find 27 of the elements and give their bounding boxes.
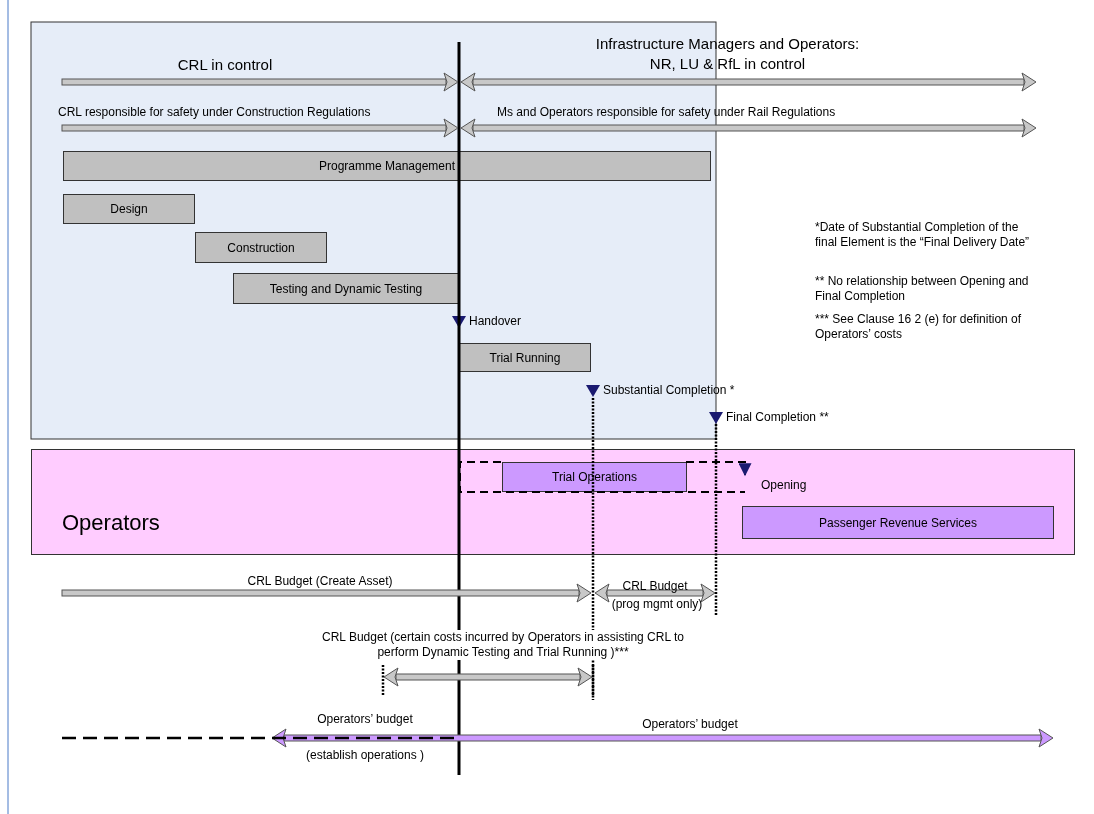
task-bar: Programme Management <box>63 151 711 181</box>
task-bar: Testing and Dynamic Testing <box>233 273 459 304</box>
heading: CRL in control <box>176 57 274 72</box>
budget-label: (prog mgmt only) <box>610 597 704 612</box>
milestone-label: Substantial Completion * <box>603 383 735 397</box>
budget-label: (establish operations ) <box>304 748 426 763</box>
budget-label: CRL Budget (Create Asset) <box>246 574 394 589</box>
budget-label: CRL Budget <box>621 579 689 594</box>
task-bar: Trial Running <box>459 343 591 372</box>
milestone-label: Handover <box>469 314 522 328</box>
swimlane-band <box>31 449 1075 555</box>
milestone-label: Opening <box>761 478 807 492</box>
budget-label: Operators’ budget <box>316 712 414 727</box>
band-title: Operators <box>62 510 160 536</box>
note: *Date of Substantial Completion of the final Element is the “Final Delivery Date” <box>815 220 1031 250</box>
arrow <box>459 461 752 493</box>
task-bar: Trial Operations <box>502 462 687 492</box>
span-label: CRL responsible for safety under Construction Regulations <box>58 105 372 120</box>
milestone-label: Final Completion ** <box>726 410 829 424</box>
task-bar: Design <box>63 194 195 224</box>
task-bar: Construction <box>195 232 327 263</box>
note: ** No relationship between Opening and Final Completion <box>815 274 1030 304</box>
span-label: Ms and Operators responsible for safety under Rail Regulations <box>497 105 837 120</box>
task-bar: Passenger Revenue Services <box>742 506 1054 539</box>
note: *** See Clause 16 2 (e) for definition of Operators’ costs <box>815 312 1023 342</box>
budget-label: Operators’ budget <box>641 717 739 732</box>
heading: Infrastructure Managers and Operators: NR, LU & RfL in control <box>594 34 861 74</box>
